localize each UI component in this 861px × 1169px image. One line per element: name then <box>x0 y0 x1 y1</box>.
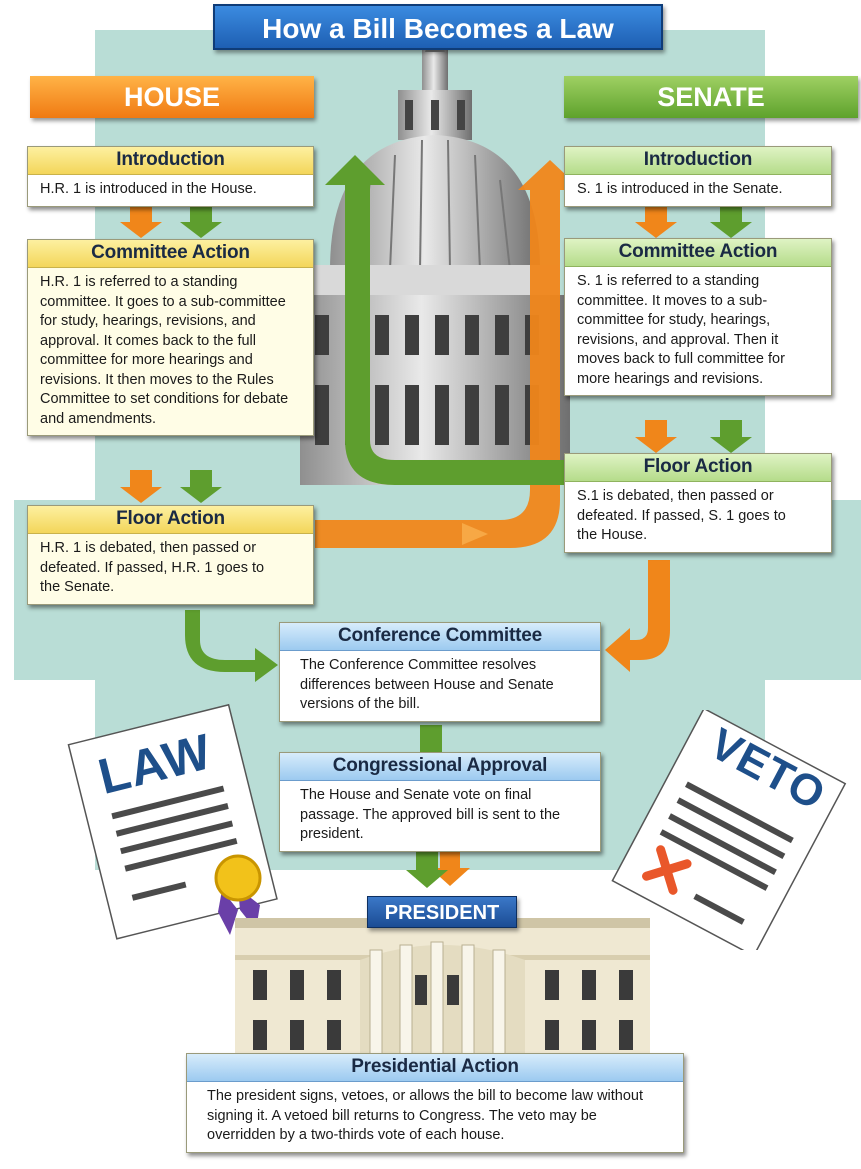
house-floor-action-heading: Floor Action <box>28 506 313 534</box>
conference-committee-text: The Conference Committee resolves differ… <box>280 651 600 721</box>
house-introduction-text: H.R. 1 is introduced in the House. <box>28 175 313 206</box>
senate-floor-action-text: S.1 is debated, then passed or defeated.… <box>565 482 831 552</box>
senate-committee-action-heading: Committee Action <box>565 239 831 267</box>
house-floor-action-box: Floor Action H.R. 1 is debated, then pas… <box>27 505 314 605</box>
house-committee-action-box: Committee Action H.R. 1 is referred to a… <box>27 239 314 436</box>
congressional-approval-text: The House and Senate vote on final passa… <box>280 781 600 851</box>
conference-committee-heading: Conference Committee <box>280 623 600 651</box>
congressional-approval-heading: Congressional Approval <box>280 753 600 781</box>
conference-committee-box: Conference Committee The Conference Comm… <box>279 622 601 722</box>
senate-introduction-box: Introduction S. 1 is introduced in the S… <box>564 146 832 207</box>
house-introduction-heading: Introduction <box>28 147 313 175</box>
congressional-approval-box: Congressional Approval The House and Sen… <box>279 752 601 852</box>
law-document-illustration <box>67 703 278 940</box>
senate-committee-action-box: Committee Action S. 1 is referred to a s… <box>564 238 832 396</box>
house-committee-action-heading: Committee Action <box>28 240 313 268</box>
page-title: How a Bill Becomes a Law <box>213 4 663 50</box>
senate-banner: SENATE <box>564 76 858 118</box>
presidential-action-box: Presidential Action The president signs,… <box>186 1053 684 1153</box>
president-banner: PRESIDENT <box>367 896 517 928</box>
house-banner: HOUSE <box>30 76 314 118</box>
senate-introduction-text: S. 1 is introduced in the Senate. <box>565 175 831 206</box>
house-introduction-box: Introduction H.R. 1 is introduced in the… <box>27 146 314 207</box>
house-committee-action-text: H.R. 1 is referred to a standing committ… <box>28 268 313 435</box>
house-floor-action-text: H.R. 1 is debated, then passed or defeat… <box>28 534 313 604</box>
veto-document-illustration <box>611 710 847 950</box>
presidential-action-heading: Presidential Action <box>187 1054 683 1082</box>
senate-committee-action-text: S. 1 is referred to a standing committee… <box>565 267 831 395</box>
senate-introduction-heading: Introduction <box>565 147 831 175</box>
presidential-action-text: The president signs, vetoes, or allows t… <box>187 1082 683 1152</box>
senate-floor-action-heading: Floor Action <box>565 454 831 482</box>
senate-floor-action-box: Floor Action S.1 is debated, then passed… <box>564 453 832 553</box>
